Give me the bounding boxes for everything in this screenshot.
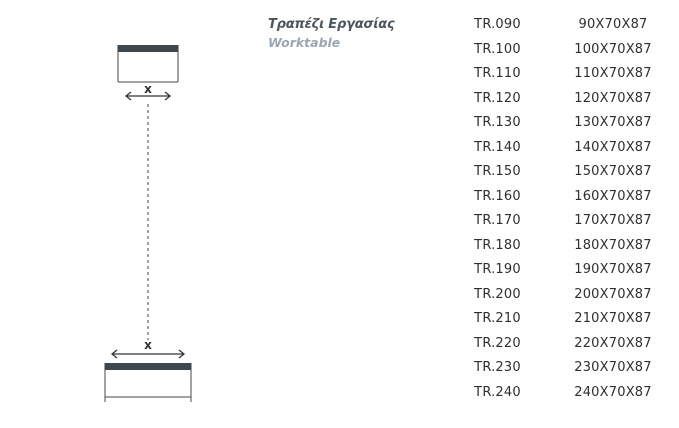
worktable-diagram: x x: [0, 0, 240, 424]
spec-row: TR.150 150X70X87: [460, 161, 660, 186]
large-table-top: [105, 363, 191, 370]
spec-dimensions: 220X70X87: [574, 335, 652, 351]
spec-code: TR.190: [474, 262, 521, 277]
spec-row: TR.160 160X70X87: [460, 186, 660, 211]
spec-row: TR.130 130X70X87: [460, 112, 660, 137]
spec-dimensions: 110X70X87: [574, 66, 652, 81]
bottom-dimension-label: x: [144, 338, 152, 352]
spec-code: TR.160: [474, 188, 521, 204]
spec-code: TR.170: [474, 213, 521, 228]
spec-dimensions: 200X70X87: [574, 286, 652, 302]
spec-dimensions: 190X70X87: [574, 262, 652, 277]
spec-code: TR.230: [474, 360, 521, 375]
spec-dimensions: 140X70X87: [574, 139, 652, 155]
spec-row: TR.240 240X70X87: [460, 382, 660, 407]
spec-code: TR.140: [474, 139, 521, 155]
top-dimension-arrow: [124, 91, 172, 101]
spec-code: TR.210: [474, 311, 521, 326]
spec-row: TR.120 120X70X87: [460, 88, 660, 113]
spec-row: TR.090 90X70X87: [460, 14, 660, 39]
spec-row: TR.110 110X70X87: [460, 63, 660, 88]
spec-code: TR.110: [474, 66, 521, 81]
spec-code: TR.150: [474, 164, 521, 179]
spec-code: TR.120: [474, 90, 521, 106]
spec-dimensions: 230X70X87: [574, 360, 652, 375]
top-dimension-label: x: [144, 82, 152, 96]
product-title-greek: Τραπέζι Εργασίας: [268, 17, 395, 32]
spec-dimensions: 100X70X87: [574, 41, 652, 57]
large-table-drawing: [104, 363, 192, 402]
bottom-dimension-arrow: [110, 349, 186, 359]
spec-code: TR.100: [474, 41, 521, 57]
spec-code: TR.240: [474, 384, 521, 400]
spec-row: TR.230 230X70X87: [460, 357, 660, 382]
spec-row: TR.200 200X70X87: [460, 284, 660, 309]
spec-code: TR.200: [474, 286, 521, 302]
spec-code: TR.090: [474, 17, 521, 32]
product-title-english: Worktable: [268, 35, 341, 50]
spec-row: TR.140 140X70X87: [460, 137, 660, 162]
spec-row: TR.100 100X70X87: [460, 39, 660, 64]
spec-dimensions: 90X70X87: [578, 17, 648, 32]
spec-dimensions: 210X70X87: [574, 311, 652, 326]
spec-dimensions: 120X70X87: [574, 90, 652, 106]
spec-row: TR.210 210X70X87: [460, 308, 660, 333]
small-table-drawing: [117, 45, 179, 83]
spec-row: TR.170 170X70X87: [460, 210, 660, 235]
spec-dimensions: 170X70X87: [574, 213, 652, 228]
spec-row: TR.180 180X70X87: [460, 235, 660, 260]
spec-row: TR.220 220X70X87: [460, 333, 660, 358]
spec-code: TR.130: [474, 115, 521, 130]
product-title-block: Τραπέζι Εργασίας Worktable: [268, 16, 395, 51]
spec-row: TR.190 190X70X87: [460, 259, 660, 284]
spec-dimensions: 130X70X87: [574, 115, 652, 130]
spec-dimensions: 180X70X87: [574, 237, 652, 253]
spec-dimensions: 240X70X87: [574, 384, 652, 400]
spec-dimensions: 150X70X87: [574, 164, 652, 179]
spec-dimensions: 160X70X87: [574, 188, 652, 204]
spec-code: TR.180: [474, 237, 521, 253]
spec-code: TR.220: [474, 335, 521, 351]
worktable-diagram-svg: x x: [104, 45, 192, 402]
small-table-top: [118, 45, 178, 52]
spec-table: TR.090 90X70X87 TR.100 100X70X87 TR.110 110…: [460, 14, 660, 406]
